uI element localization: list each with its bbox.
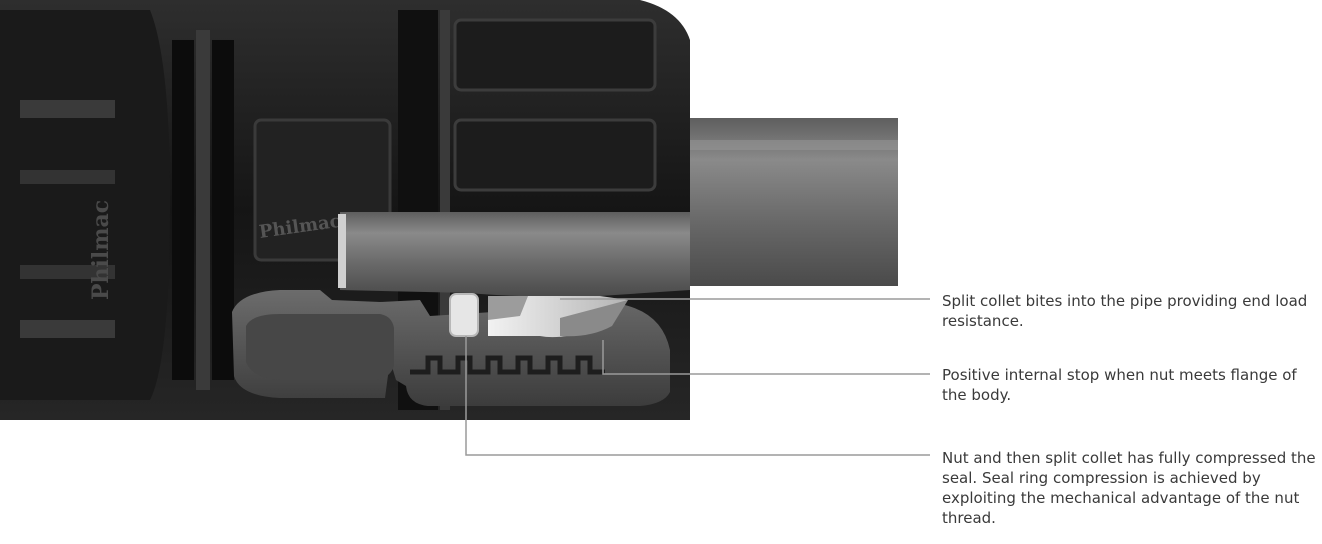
seal-ring [449, 293, 479, 337]
callout-split-collet: Split collet bites into the pipe providi… [942, 292, 1308, 330]
callout-internal-stop: Positive internal stop when nut meets fl… [942, 366, 1297, 404]
fitting-body [0, 0, 690, 420]
brand-mark-vertical: Philmac [88, 200, 114, 300]
nut-thread [410, 355, 605, 375]
leader-line-seal [465, 336, 930, 456]
callout-leaders [465, 298, 930, 456]
pipe [338, 118, 898, 297]
split-collet [488, 296, 628, 338]
callout-seal-compression: Nut and then split collet has fully comp… [942, 449, 1316, 527]
leader-line-stop [602, 340, 930, 375]
